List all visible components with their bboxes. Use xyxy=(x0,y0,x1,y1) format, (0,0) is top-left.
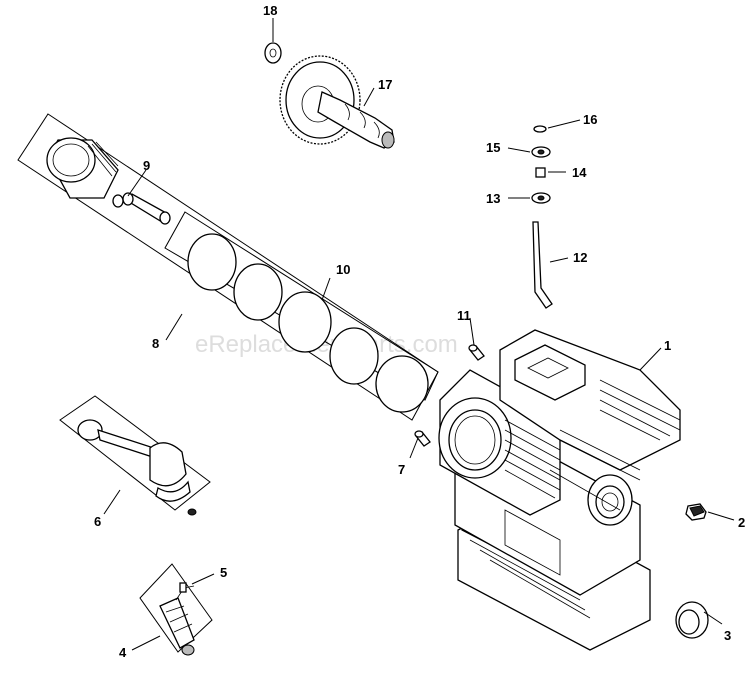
callout-10: 10 xyxy=(336,262,350,277)
part-8-piston xyxy=(46,137,119,199)
callout-3: 3 xyxy=(724,628,731,643)
leader-lines xyxy=(103,18,735,651)
callout-8: 8 xyxy=(152,336,159,351)
part-8-piston-assembly-box xyxy=(17,113,439,421)
part-12-rod xyxy=(532,221,553,309)
callout-1: 1 xyxy=(664,338,671,353)
part-16-clip xyxy=(533,125,547,133)
callout-16: 16 xyxy=(583,112,597,127)
part-3-seal xyxy=(675,601,709,639)
callout-4: 4 xyxy=(119,645,127,660)
part-13-washer xyxy=(531,192,551,204)
callout-14: 14 xyxy=(572,165,587,180)
part-11-dowel xyxy=(468,344,485,361)
part-18-washer xyxy=(264,42,282,64)
callout-17: 17 xyxy=(378,77,392,92)
part-6-connecting-rod xyxy=(59,395,211,516)
callout-2: 2 xyxy=(738,515,745,530)
part-4-sensor xyxy=(139,563,213,656)
part-15-washer xyxy=(531,146,551,158)
part-5-wire-clip xyxy=(175,582,195,601)
part-7-dowel xyxy=(414,430,431,447)
part-2-plug xyxy=(685,503,707,521)
callout-13: 13 xyxy=(486,191,500,206)
callout-7: 7 xyxy=(398,462,405,477)
part-17-camshaft-gear xyxy=(279,55,395,149)
part-9-piston-pin xyxy=(112,192,171,225)
callout-labels: 1 2 3 4 5 6 7 8 9 10 11 12 13 14 15 16 1… xyxy=(94,3,745,660)
callout-15: 15 xyxy=(486,140,500,155)
part-14-spacer xyxy=(535,167,546,178)
callout-9: 9 xyxy=(143,158,150,173)
callout-6: 6 xyxy=(94,514,101,529)
callout-5: 5 xyxy=(220,565,227,580)
part-10-piston-rings xyxy=(164,211,439,413)
part-1-engine-block xyxy=(438,329,681,651)
callout-11: 11 xyxy=(457,308,471,323)
callout-12: 12 xyxy=(573,250,587,265)
callout-18: 18 xyxy=(263,3,277,18)
